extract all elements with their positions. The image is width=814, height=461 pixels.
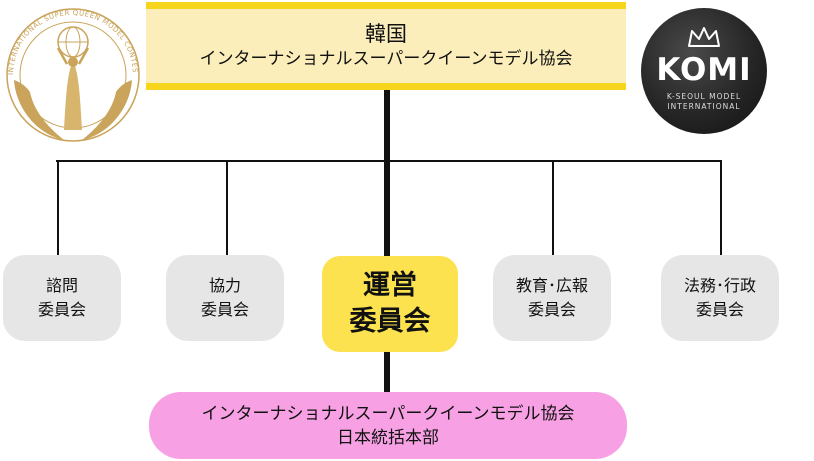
bottom-line2: 日本統括本部 (337, 427, 439, 448)
bottom-line1: インターナショナルスーパークイーンモデル協会 (201, 403, 575, 424)
komi-logo: KOMI K-SEOUL MODEL INTERNATIONAL (641, 8, 767, 134)
center-line1: 運営 (363, 270, 417, 301)
korea-association-box: 韓国 インターナショナルスーパークイーンモデル協会 (146, 2, 626, 90)
lower-trunk-line (384, 352, 390, 394)
center-line2: 委員会 (349, 306, 431, 337)
komi-subtitle-line1: K-SEOUL MODEL (666, 92, 742, 101)
komi-subtitle: K-SEOUL MODEL INTERNATIONAL (641, 92, 767, 112)
committee-line1: 協力 (208, 276, 241, 295)
committee-line2: 委員会 (695, 300, 744, 319)
main-trunk-line (384, 90, 390, 257)
branch-line-3 (552, 160, 554, 255)
committee-line2: 委員会 (200, 300, 249, 319)
cooperation-committee-box: 協力 委員会 (166, 255, 284, 341)
top-box-line1: 韓国 (365, 22, 407, 46)
branch-line-1 (57, 160, 59, 255)
committee-line1: 法務･行政 (683, 276, 756, 295)
advisory-committee-box: 諮問 委員会 (3, 255, 121, 341)
committee-line1: 教育･広報 (515, 276, 588, 295)
education-pr-committee-box: 教育･広報 委員会 (493, 255, 611, 341)
crown-icon (688, 27, 720, 47)
komi-name: KOMI (656, 52, 752, 88)
japan-headquarters-box: インターナショナルスーパークイーンモデル協会 日本統括本部 (149, 392, 627, 459)
top-box-line2: インターナショナルスーパークイーンモデル協会 (199, 49, 573, 69)
komi-subtitle-line2: INTERNATIONAL (667, 102, 741, 111)
legal-admin-committee-box: 法務･行政 委員会 (661, 255, 779, 341)
branch-line-2 (226, 160, 228, 255)
operating-committee-box: 運営 委員会 (322, 256, 458, 352)
horizontal-branch-line (56, 160, 722, 162)
queen-globe-hands-icon: INTERNATIONAL SUPER QUEEN MODEL CONTEST (1, 0, 142, 154)
committee-line2: 委員会 (37, 300, 86, 319)
branch-line-4 (720, 160, 722, 255)
committee-line2: 委員会 (527, 300, 576, 319)
committee-line1: 諮問 (45, 276, 78, 295)
